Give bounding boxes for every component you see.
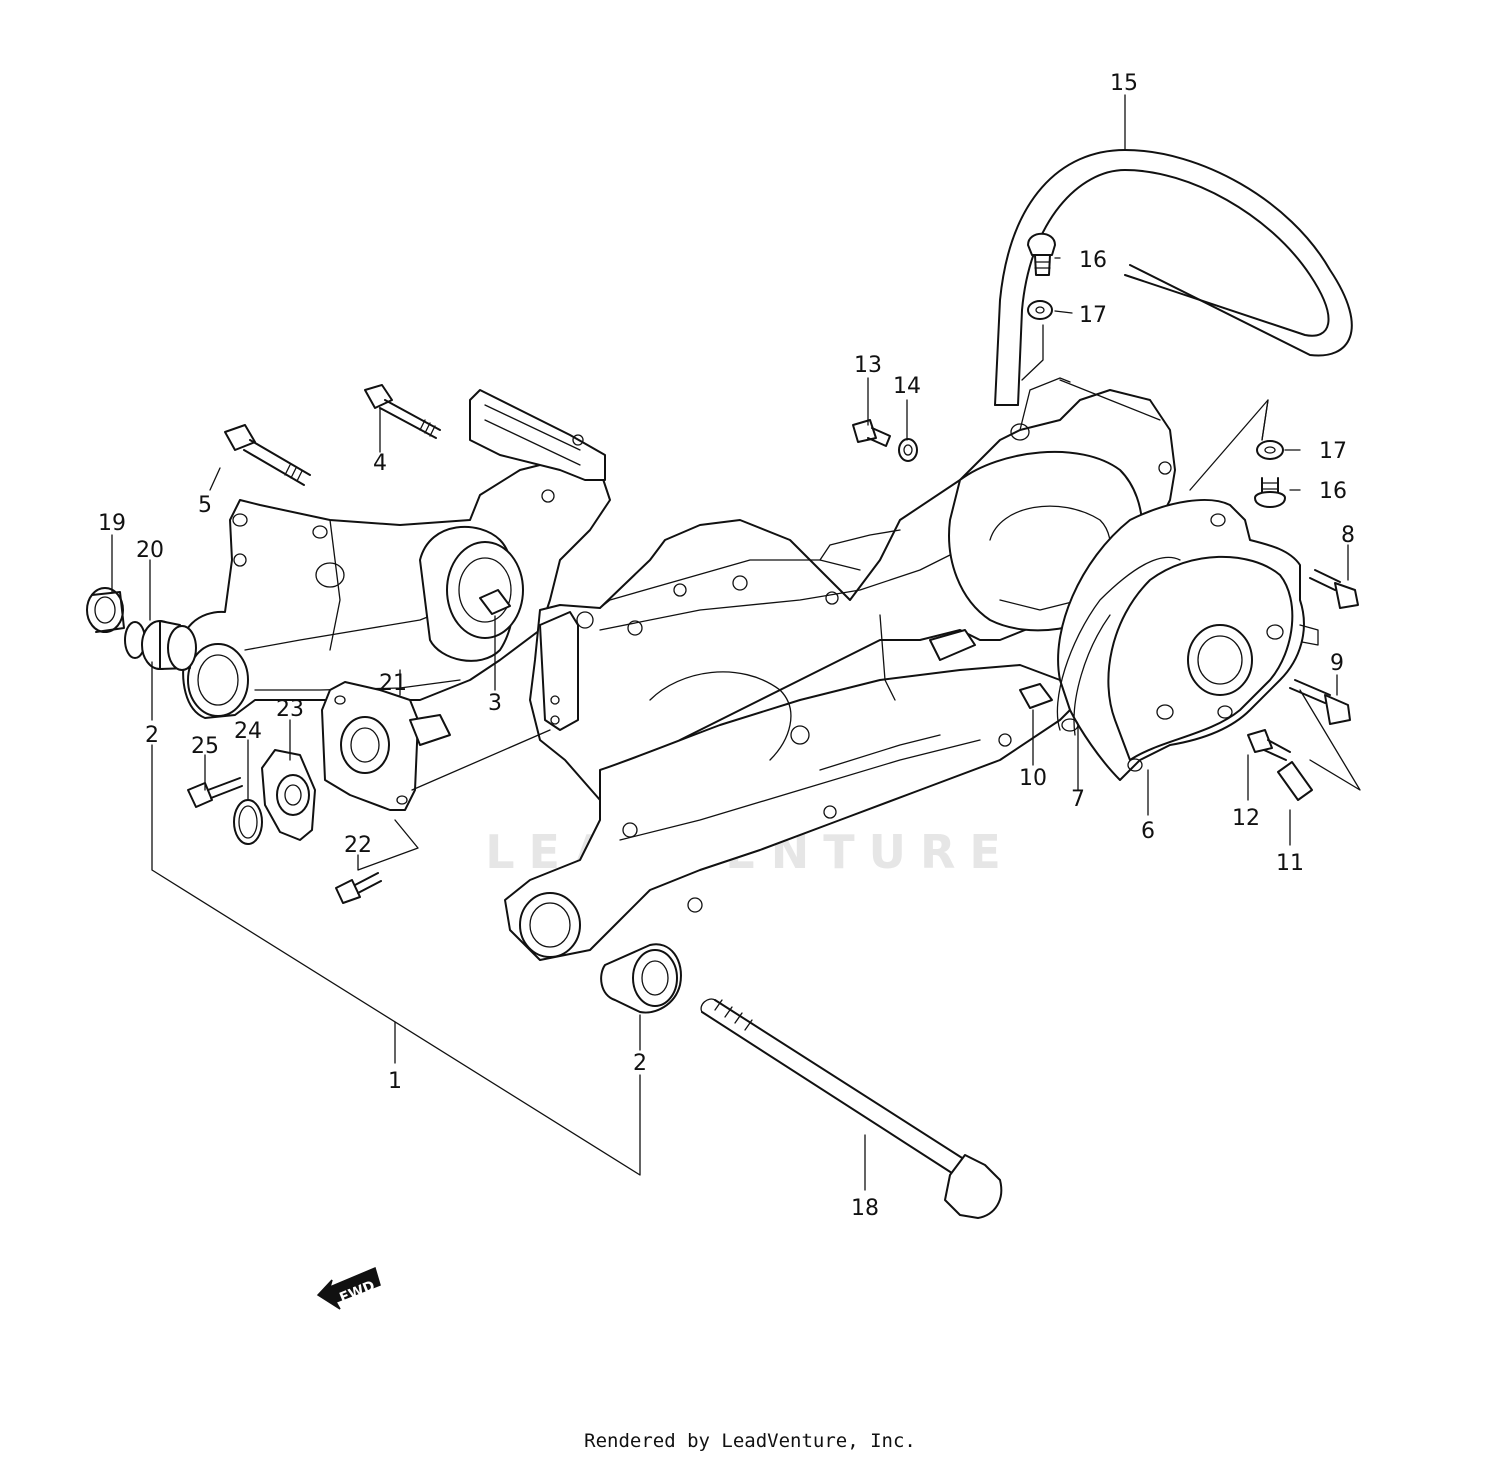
callout-18: 18 — [851, 1196, 879, 1221]
part-13-bolt — [852, 419, 891, 447]
crankcase-assembly — [181, 377, 1176, 961]
part-17-right-washer — [1256, 440, 1284, 460]
part-17-upper-washer — [1027, 300, 1053, 320]
drive-belt — [994, 149, 1353, 406]
part-8-bolt — [1309, 569, 1359, 609]
footer-credit: Rendered by LeadVenture, Inc. — [584, 1430, 916, 1452]
part-19-nut — [86, 587, 125, 633]
callout-4: 4 — [373, 451, 387, 476]
callout-15: 15 — [1110, 71, 1138, 96]
callout-21: 21 — [379, 671, 407, 696]
callout-2-bottom: 2 — [633, 1051, 647, 1076]
callout-25: 25 — [191, 734, 219, 759]
callout-5: 5 — [198, 493, 212, 518]
callout-14: 14 — [893, 374, 921, 399]
callout-17-right: 17 — [1319, 439, 1347, 464]
callout-2-left: 2 — [145, 723, 159, 748]
callout-10: 10 — [1019, 766, 1047, 791]
part-2-bearing — [600, 943, 682, 1014]
callout-3: 3 — [488, 691, 502, 716]
callout-8: 8 — [1341, 523, 1355, 548]
part-23-plate — [261, 749, 316, 841]
callout-19: 19 — [98, 511, 126, 536]
part-4-bolt — [364, 384, 441, 439]
part-9-bolt — [1289, 679, 1351, 725]
part-14-washer — [898, 438, 918, 462]
callout-24: 24 — [234, 719, 262, 744]
callout-22: 22 — [344, 833, 372, 858]
part-21-gasket — [321, 681, 451, 811]
callout-labels: 1 2 2 3 4 5 6 7 8 9 10 11 12 13 14 15 16… — [98, 71, 1355, 1221]
callout-1: 1 — [388, 1069, 402, 1094]
callout-6: 6 — [1141, 819, 1155, 844]
callout-16-upper: 16 — [1079, 248, 1107, 273]
part-22-screw — [335, 872, 382, 904]
callout-11: 11 — [1276, 851, 1304, 876]
leader-lines — [111, 94, 1361, 1191]
right-cover — [1019, 499, 1319, 781]
part-16-right-plug — [1254, 477, 1286, 508]
callout-9: 9 — [1330, 651, 1344, 676]
part-18-long-bolt — [700, 998, 1003, 1219]
part-5-bolt — [224, 424, 311, 486]
callout-23: 23 — [276, 697, 304, 722]
callout-7: 7 — [1071, 787, 1085, 812]
part-24-o-ring — [233, 799, 263, 845]
part-20-seal — [124, 620, 197, 671]
callout-16-right: 16 — [1319, 479, 1347, 504]
part-12-bolt — [1247, 729, 1291, 761]
part-11-dowel — [1277, 761, 1313, 801]
part-25-screw — [187, 777, 243, 808]
callout-20: 20 — [136, 538, 164, 563]
part-16-upper-plug — [1027, 232, 1056, 276]
callout-13: 13 — [854, 353, 882, 378]
callout-12: 12 — [1232, 806, 1260, 831]
fwd-arrow-icon: FWD — [316, 1266, 381, 1310]
callout-17-upper: 17 — [1079, 303, 1107, 328]
